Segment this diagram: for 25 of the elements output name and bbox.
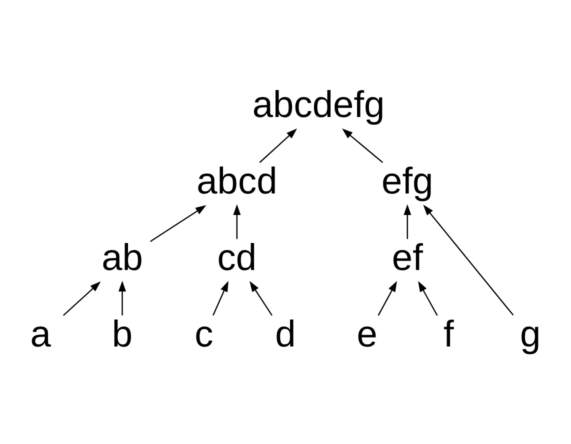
arrow bbox=[404, 204, 412, 238]
arrow bbox=[118, 280, 126, 315]
arrow bbox=[418, 280, 438, 316]
node-text: cd bbox=[217, 235, 257, 278]
node-text: g bbox=[520, 312, 541, 354]
arrow bbox=[259, 128, 298, 162]
node-text: a bbox=[30, 312, 51, 354]
node-text: ef bbox=[392, 235, 423, 278]
arrow bbox=[150, 204, 206, 242]
node-text: abcdefg bbox=[252, 82, 385, 124]
arrow bbox=[342, 128, 384, 162]
arrow bbox=[423, 204, 514, 316]
arrow bbox=[233, 204, 241, 238]
node-text: d bbox=[275, 312, 296, 354]
node-text: e bbox=[356, 312, 378, 354]
node-text: f bbox=[444, 312, 454, 354]
node-text: c bbox=[194, 312, 214, 354]
arrow bbox=[250, 280, 272, 316]
arrow bbox=[378, 280, 397, 316]
node-text: ab bbox=[102, 235, 143, 278]
node-text: b bbox=[112, 312, 133, 354]
node-text: abcd bbox=[196, 158, 278, 201]
arrow bbox=[212, 280, 228, 316]
node-text: efg bbox=[382, 158, 434, 201]
arrow bbox=[62, 280, 101, 316]
